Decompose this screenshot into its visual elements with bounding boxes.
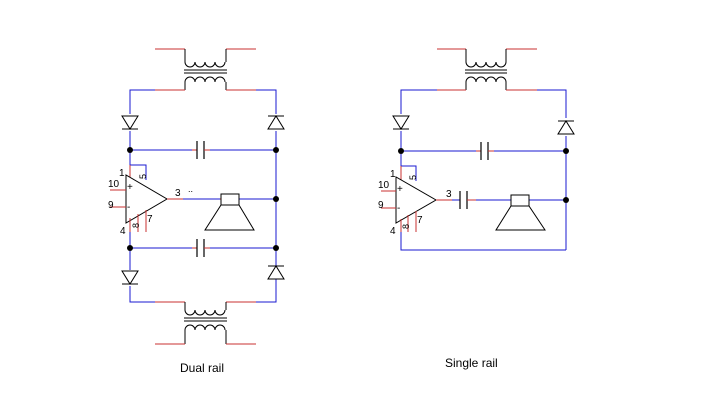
- node-dot: [273, 245, 279, 251]
- pin-label-3: 3: [175, 188, 181, 199]
- capacitor-bottom: [196, 239, 205, 257]
- node-dot: [273, 147, 279, 153]
- op-amp-plus-sign: +: [127, 182, 133, 193]
- dual-rail-circuit: + - 1 5 10 9 3 4 8 7 ..: [108, 48, 285, 375]
- pin-label-1: 1: [390, 169, 396, 180]
- pin-label-1: 1: [119, 168, 125, 179]
- pin-label-7: 7: [147, 214, 153, 225]
- node-dot: [127, 245, 133, 251]
- diode-top-right: [267, 115, 285, 130]
- diode-single-left: [392, 115, 410, 130]
- op-amp-minus-sign: -: [127, 202, 130, 213]
- pin-label-5: 5: [408, 175, 418, 180]
- pin-label-extra: ..: [188, 184, 193, 194]
- pin-label-4: 4: [120, 226, 126, 237]
- pin-label-10: 10: [378, 180, 390, 191]
- pin-label-5: 5: [138, 174, 148, 179]
- node-dot: [273, 196, 279, 202]
- pin-label-9: 9: [108, 200, 114, 211]
- diode-bottom-right: [267, 265, 285, 280]
- single-transformer: [437, 48, 537, 91]
- capacitor-top: [196, 141, 205, 159]
- pin-label-3: 3: [446, 189, 452, 200]
- op-amp-single: + - 1 5 10 9 3 4 8 7: [378, 169, 452, 237]
- op-amp-plus-sign: +: [397, 184, 403, 195]
- pin-label-10: 10: [108, 179, 120, 190]
- node-dot: [127, 147, 133, 153]
- diode-bottom-left: [121, 270, 139, 285]
- pin-label-7: 7: [417, 215, 423, 226]
- top-transformer: [155, 48, 256, 91]
- speaker-single: [495, 194, 546, 231]
- diode-single-right: [557, 120, 575, 135]
- bottom-transformer: [155, 301, 256, 345]
- node-dot: [563, 197, 569, 203]
- op-amp-dual: + - 1 5 10 9 3 4 8 7 ..: [108, 168, 193, 237]
- op-amp-minus-sign: -: [397, 203, 400, 214]
- dual-rail-caption: Dual rail: [180, 361, 224, 375]
- diode-top-left: [121, 115, 139, 130]
- capacitor-single-top: [480, 142, 489, 160]
- pin-label-9: 9: [378, 200, 384, 211]
- speaker-dual: [204, 193, 255, 231]
- node-dot: [398, 148, 404, 154]
- pin-label-4: 4: [390, 226, 396, 237]
- pin-label-8: 8: [131, 223, 141, 228]
- single-rail-caption: Single rail: [445, 356, 498, 370]
- single-rail-circuit: + - 1 5 10 9 3 4 8 7 Single r: [378, 48, 575, 370]
- capacitor-single-output: [459, 191, 468, 209]
- node-dot: [563, 148, 569, 154]
- pin-label-8: 8: [401, 224, 411, 229]
